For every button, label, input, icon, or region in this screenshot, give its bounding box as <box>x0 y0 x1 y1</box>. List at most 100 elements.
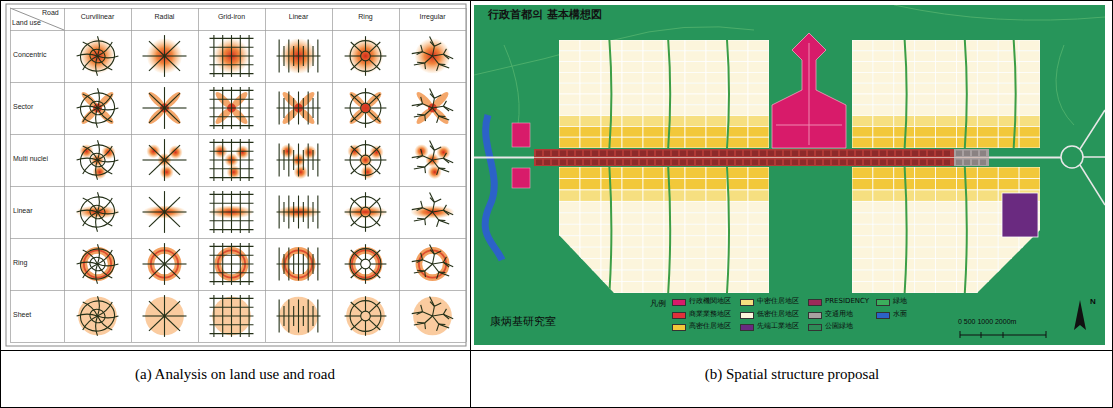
road-line <box>433 306 435 316</box>
road-line <box>369 111 380 122</box>
band-cell <box>964 160 970 166</box>
land-use-area <box>80 38 115 73</box>
block-cell <box>873 62 894 73</box>
block-cell <box>664 94 685 105</box>
block-cell <box>643 213 664 224</box>
block-cell <box>664 40 685 51</box>
pattern-icon <box>345 140 387 180</box>
band-cell <box>964 151 970 157</box>
band-cell <box>956 151 962 157</box>
road-line <box>308 248 309 281</box>
road-line <box>83 212 98 226</box>
block-cell <box>915 201 936 212</box>
road-line <box>417 166 425 168</box>
pattern-icon <box>77 296 119 336</box>
road-line <box>365 165 366 180</box>
grid-line <box>198 8 199 342</box>
block-cell <box>622 83 643 94</box>
road-line <box>433 212 439 220</box>
road-line <box>345 159 361 160</box>
block-cell <box>685 178 706 189</box>
block-cell <box>852 72 873 83</box>
pattern-icon <box>76 192 119 232</box>
band-cell <box>608 160 614 166</box>
road-line <box>430 94 434 99</box>
block-cell <box>977 247 998 258</box>
road-line <box>279 248 280 281</box>
pattern-icon <box>210 139 254 181</box>
land-use-area <box>414 144 428 158</box>
block-cell <box>664 259 685 270</box>
label-text: 康炳基研究室 <box>490 316 556 329</box>
road-line <box>365 244 366 259</box>
road-line <box>165 55 187 56</box>
main-road <box>534 157 989 158</box>
block-cell <box>727 167 748 178</box>
road-line <box>308 92 309 125</box>
road-line <box>433 150 435 160</box>
road-line <box>312 98 313 118</box>
block-cell <box>852 126 873 137</box>
road-line <box>98 160 113 174</box>
block-cell <box>998 51 1019 62</box>
pattern-icons <box>76 35 454 337</box>
road-line <box>437 272 439 279</box>
block-cell <box>727 178 748 189</box>
grid-line <box>10 8 466 9</box>
block-cell <box>936 178 957 189</box>
label-text: Ring <box>332 13 399 21</box>
green-stripe <box>727 40 729 148</box>
band-cell <box>928 151 934 157</box>
block-cell <box>706 247 727 258</box>
road-line <box>345 107 361 108</box>
legend-swatch <box>876 299 890 306</box>
road-line <box>165 211 187 212</box>
road-line <box>365 36 366 51</box>
block-cell <box>748 105 769 116</box>
road-line <box>369 267 380 278</box>
road-line <box>165 145 181 160</box>
block-cell <box>977 40 998 51</box>
block-cell <box>936 51 957 62</box>
road-line <box>210 177 254 178</box>
block-cell <box>873 40 894 51</box>
grid-line <box>10 186 466 187</box>
block-cell <box>664 72 685 83</box>
road-line <box>249 139 250 181</box>
block-cell <box>894 62 915 73</box>
block-cell <box>1019 236 1040 247</box>
block-cell <box>685 201 706 212</box>
label-text: Land use <box>12 19 41 27</box>
grid-line <box>466 8 467 342</box>
road-line <box>165 159 187 160</box>
block-cell <box>622 201 643 212</box>
band-cell <box>816 151 822 157</box>
block-cell <box>664 62 685 73</box>
central-band <box>534 149 989 166</box>
road-line <box>370 107 386 108</box>
band-cell <box>856 151 862 157</box>
block-cell <box>580 116 601 127</box>
road-line <box>165 197 181 212</box>
road-line <box>312 150 313 170</box>
road-line <box>430 140 435 150</box>
road-line <box>164 316 165 337</box>
block-cell <box>852 247 873 258</box>
block-cell <box>852 116 873 127</box>
road-line <box>430 42 434 47</box>
block-cell <box>998 236 1019 247</box>
legend-swatch <box>740 299 754 306</box>
legend-swatch <box>740 324 754 331</box>
road-line <box>365 217 366 232</box>
road-line <box>83 316 98 330</box>
road-line <box>443 54 453 58</box>
road-line <box>77 245 118 283</box>
block-cell <box>998 259 1019 270</box>
road-line <box>98 212 113 226</box>
block-cell <box>873 105 894 116</box>
block-cell <box>643 236 664 247</box>
band-cell <box>920 151 926 157</box>
block-cell <box>977 51 998 62</box>
block-cell <box>873 51 894 62</box>
block-cell <box>685 83 706 94</box>
